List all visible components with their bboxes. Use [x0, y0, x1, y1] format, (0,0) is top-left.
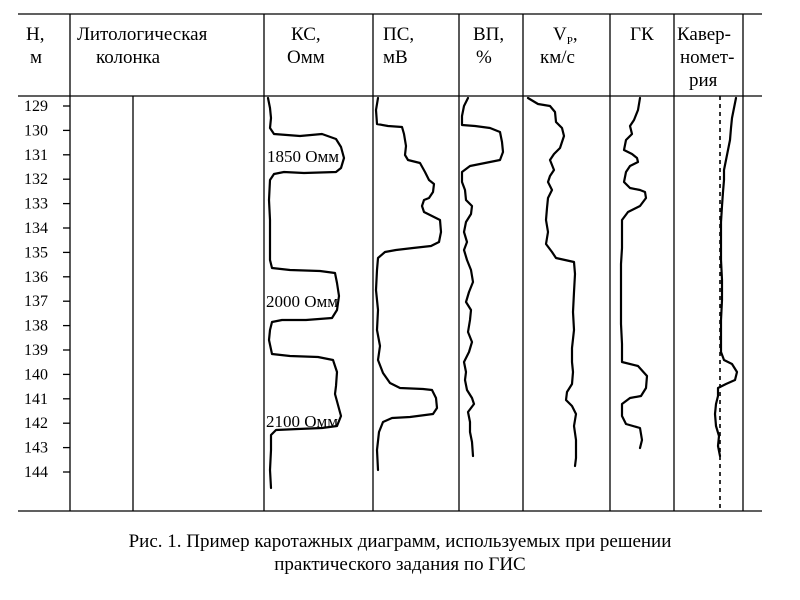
ks-annotation-1850: 1850 Омм: [267, 147, 339, 166]
header-caliper-line2: номет-: [680, 47, 734, 68]
header-ks-line1: КС,: [291, 24, 321, 45]
vp-polarization-curve: [460, 96, 505, 458]
depth-label: 141: [24, 391, 48, 408]
header-ps-line2: мВ: [383, 47, 408, 68]
header-litho-line1: Литологическая: [77, 24, 208, 45]
header-caliper-line1: Кавер-: [677, 24, 731, 45]
ks-annotation-2000: 2000 Омм: [266, 292, 338, 311]
depth-label: 137: [24, 293, 48, 310]
depth-label: 143: [24, 440, 48, 457]
velocity-comma: ,: [573, 24, 578, 45]
header-gk-line1: ГК: [630, 24, 654, 45]
header-litho-line2: колонка: [96, 47, 161, 68]
header-caliper-line3: рия: [689, 70, 718, 91]
figure-caption: Рис. 1. Пример каротажных диаграмм, испо…: [0, 530, 800, 576]
depth-label: 133: [24, 196, 48, 213]
depth-label: 144: [24, 464, 48, 481]
velocity-symbol: V: [553, 24, 567, 45]
table-grid: [18, 13, 762, 512]
ps-potential-curve: [374, 96, 443, 472]
depth-label: 134: [24, 220, 48, 237]
column-headers: H, м Литологическая колонка КС, Омм ПС, …: [26, 24, 734, 91]
ks-annotation-2100: 2100 Омм: [266, 412, 338, 431]
depth-label: 131: [24, 147, 48, 164]
header-vp-line1: ВП,: [473, 24, 504, 45]
header-ks-line2: Омм: [287, 47, 325, 68]
header-velocity-line1: VP,: [553, 24, 578, 47]
header-velocity-line2: км/с: [540, 47, 575, 68]
caption-line-2: практического задания по ГИС: [274, 554, 526, 575]
velocity-subscript: P: [567, 35, 573, 47]
depth-label: 130: [24, 122, 48, 139]
depth-label: 139: [24, 342, 48, 359]
depth-label: 142: [24, 415, 48, 432]
depth-label: 135: [24, 244, 48, 261]
depth-label: 129: [24, 98, 48, 115]
header-ps-line1: ПС,: [383, 24, 414, 45]
depth-scale: 129 130 131 132 133 134 135 136 137 138 139 140 141 1…: [24, 98, 70, 481]
caliper-curve: [713, 96, 739, 458]
depth-label: 140: [24, 366, 48, 383]
header-vp-line2: %: [476, 47, 492, 68]
velocity-curve: [526, 96, 578, 468]
ks-resistivity-curve: [266, 96, 346, 490]
depth-label: 136: [24, 269, 48, 286]
gk-gamma-curve: [619, 96, 649, 450]
header-depth-line1: H,: [26, 24, 44, 45]
depth-label: 132: [24, 171, 48, 188]
header-depth-line2: м: [30, 47, 42, 68]
caption-line-1: Рис. 1. Пример каротажных диаграмм, испо…: [128, 531, 672, 552]
depth-label: 138: [24, 318, 48, 335]
